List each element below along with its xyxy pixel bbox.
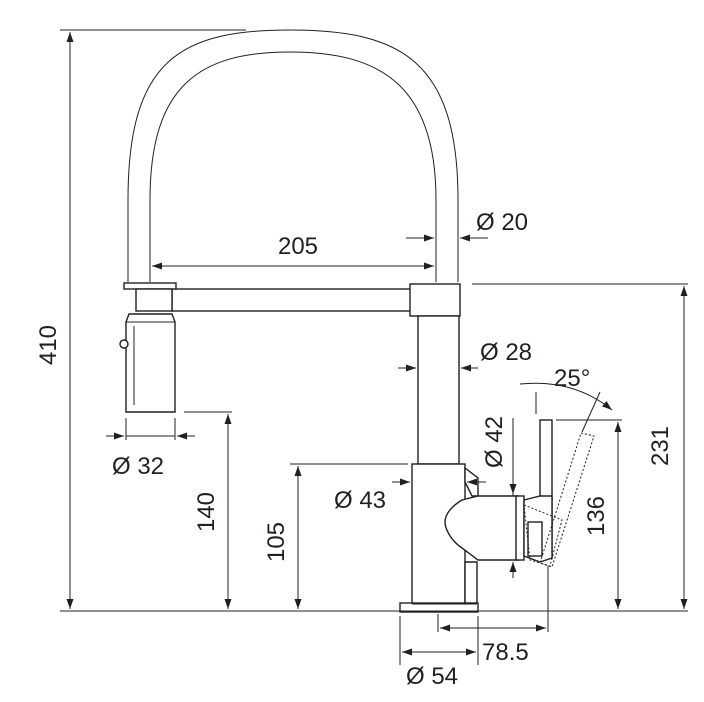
dimension-lines bbox=[60, 29, 688, 665]
label-spray-head-diameter: Ø 32 bbox=[112, 453, 164, 480]
spout-arm bbox=[171, 288, 421, 312]
spray-dock bbox=[135, 288, 173, 312]
lower-neck bbox=[464, 561, 478, 605]
handle-cone bbox=[444, 495, 519, 561]
label-spout-base-height: 231 bbox=[647, 426, 674, 466]
hose-outer-edge bbox=[127, 29, 459, 282]
spray-head bbox=[125, 313, 176, 413]
label-body-height: 105 bbox=[263, 522, 290, 562]
label-upper-body-diameter: Ø 28 bbox=[480, 339, 532, 366]
dim-25-arc bbox=[519, 382, 613, 411]
handle-rotated-ghost bbox=[539, 432, 595, 568]
label-body-diameter: Ø 43 bbox=[334, 487, 386, 514]
label-spray-head-height: 140 bbox=[193, 492, 220, 532]
label-handle-collar-diameter: Ø 42 bbox=[481, 416, 508, 468]
label-handle-offset: 78.5 bbox=[482, 639, 529, 666]
base-plate bbox=[399, 602, 479, 613]
faucet-outline bbox=[119, 29, 595, 613]
dimension-labels: 410 205 Ø 20 Ø 28 25° Ø 42 Ø 32 Ø 43 231… bbox=[35, 209, 674, 690]
label-handle-angle: 25° bbox=[554, 365, 590, 392]
handle-lever-cap bbox=[527, 521, 543, 557]
label-height-total: 410 bbox=[35, 325, 62, 365]
label-base-diameter: Ø 54 bbox=[406, 663, 458, 690]
spout-arm-end-cap bbox=[409, 283, 461, 317]
label-hose-diameter: Ø 20 bbox=[476, 209, 528, 236]
hose-inner-edge bbox=[149, 51, 437, 282]
label-spout-reach: 205 bbox=[278, 233, 318, 260]
spray-dock-ring bbox=[123, 282, 177, 290]
label-handle-height: 136 bbox=[583, 496, 610, 536]
upper-body bbox=[417, 315, 460, 465]
spray-head-button-icon bbox=[119, 339, 129, 349]
handle-collar bbox=[515, 495, 525, 561]
